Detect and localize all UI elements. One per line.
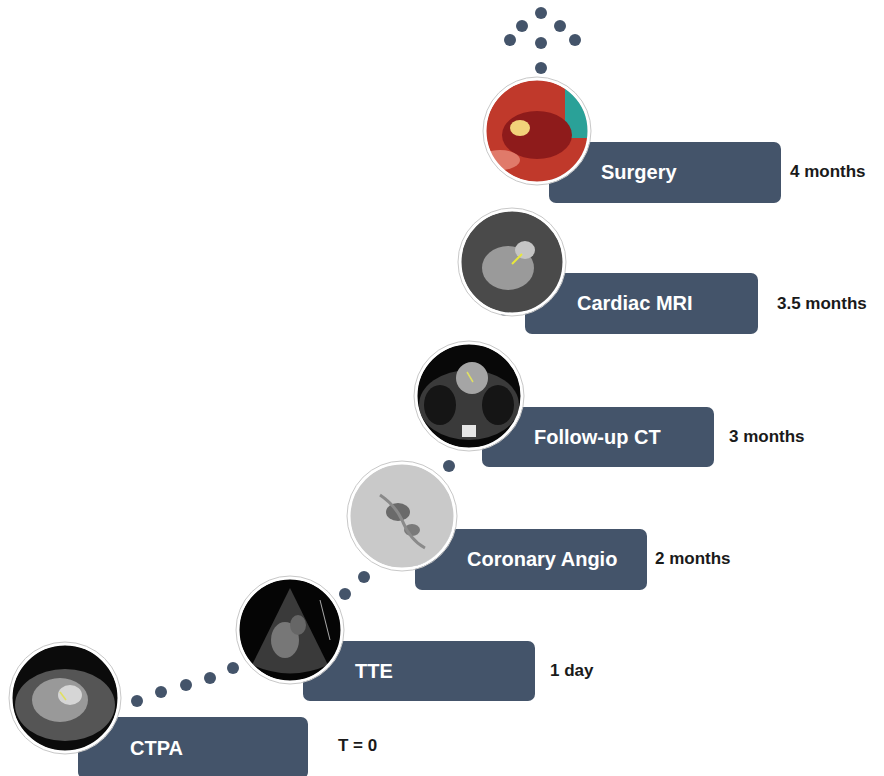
- timeline-step-box: Follow-up CT: [482, 407, 714, 467]
- step-label: CTPA: [130, 737, 183, 760]
- ct-image: [415, 342, 523, 450]
- time-label: 2 months: [655, 548, 731, 570]
- step-label: Coronary Angio: [467, 548, 617, 571]
- tte-image: [237, 577, 343, 683]
- angio-image: [348, 462, 456, 570]
- time-label: 1 day: [550, 660, 593, 682]
- time-label: 4 months: [790, 161, 866, 183]
- timeline-step-box: Cardiac MRI: [525, 273, 758, 334]
- timeline-step-box: Surgery: [549, 142, 781, 203]
- step-label: Cardiac MRI: [577, 292, 693, 315]
- surgery-image: [480, 78, 590, 184]
- time-label: T = 0: [338, 735, 377, 757]
- timeline-step-box: Coronary Angio: [415, 529, 647, 590]
- mri-image: [459, 209, 565, 315]
- step-label: TTE: [355, 660, 393, 683]
- timeline-step-box: CTPA: [78, 717, 308, 776]
- step-label: Surgery: [601, 161, 677, 184]
- ctpa-image: [10, 643, 120, 753]
- step-label: Follow-up CT: [534, 426, 661, 449]
- time-label: 3 months: [729, 426, 805, 448]
- timeline-step-box: TTE: [303, 641, 535, 701]
- time-label: 3.5 months: [777, 293, 867, 315]
